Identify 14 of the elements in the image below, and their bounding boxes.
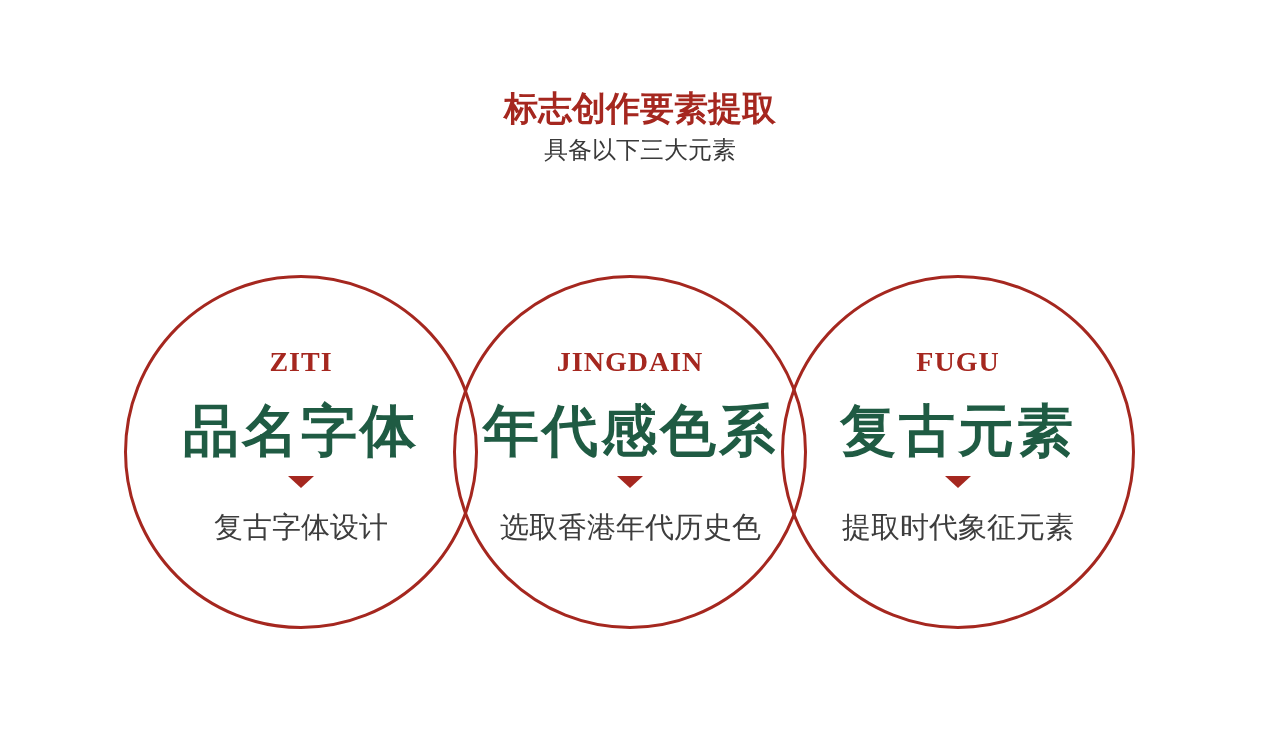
element-title: 复古元素: [840, 402, 1076, 458]
subtitle: 具备以下三大元素: [543, 136, 737, 164]
pinyin-heading: JINGDAIN: [556, 348, 704, 376]
element-description: 复古字体设计: [214, 512, 388, 542]
circle-outline: [781, 275, 1135, 629]
title: 标志创作要素提取: [502, 89, 777, 127]
element-title: 年代感色系: [482, 402, 778, 458]
circle-outline: [453, 275, 807, 629]
pinyin-heading: FUGU: [916, 348, 1000, 376]
pinyin-heading: ZITI: [269, 348, 333, 376]
element-title: 品名字体: [183, 402, 419, 458]
element-description: 选取香港年代历史色: [499, 512, 761, 542]
element-description: 提取时代象征元素: [842, 512, 1074, 542]
circle-outline: [124, 275, 478, 629]
